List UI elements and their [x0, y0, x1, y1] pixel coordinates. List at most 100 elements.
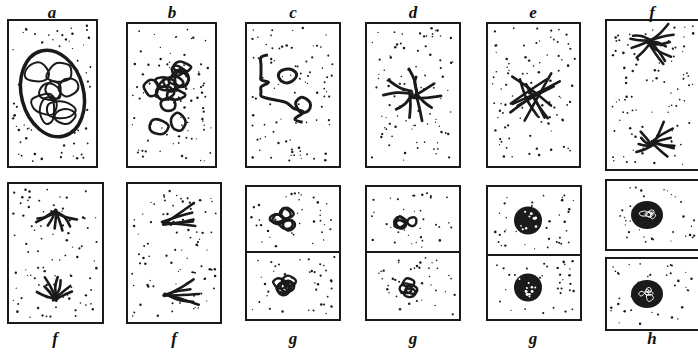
granule: [381, 116, 382, 117]
granule: [85, 127, 87, 129]
granule: [494, 45, 496, 47]
granule: [438, 226, 440, 228]
granule: [321, 106, 323, 108]
granule: [298, 147, 301, 150]
granule: [390, 227, 391, 228]
granule: [143, 245, 145, 247]
granule: [206, 249, 207, 250]
granule: [85, 294, 87, 296]
granule: [12, 49, 13, 50]
granule: [329, 228, 331, 230]
granule: [619, 322, 620, 323]
chromatin-loop: [645, 291, 653, 295]
granule: [526, 73, 528, 75]
granule: [639, 263, 641, 265]
granule: [671, 316, 674, 319]
granule: [73, 155, 74, 156]
granule: [556, 241, 558, 243]
granule: [255, 97, 257, 99]
granule: [403, 83, 405, 85]
granule: [191, 38, 192, 39]
granule: [530, 82, 532, 84]
chromosome: [165, 294, 199, 305]
granule: [687, 75, 689, 77]
granule: [649, 274, 651, 276]
granule: [281, 310, 283, 312]
granule: [571, 308, 573, 310]
granule: [379, 59, 381, 61]
granule: [23, 124, 24, 125]
granule: [693, 219, 695, 221]
granule: [399, 308, 401, 310]
granule: [675, 196, 676, 197]
granule: [567, 43, 569, 45]
granule: [498, 241, 500, 243]
chromosome: [525, 73, 552, 120]
granule: [565, 34, 567, 36]
granule: [139, 262, 141, 264]
granule: [270, 61, 272, 63]
granule: [316, 45, 318, 47]
granule: [574, 58, 576, 60]
granule: [253, 57, 255, 59]
granule: [657, 313, 659, 315]
granule: [543, 195, 545, 197]
granule: [531, 206, 533, 208]
granule: [329, 124, 330, 125]
granule: [305, 60, 307, 62]
nucleus-texture: [522, 228, 524, 230]
granule: [416, 142, 418, 144]
granule: [53, 204, 55, 206]
granule: [496, 264, 498, 266]
granule: [563, 146, 565, 148]
nucleus-texture: [520, 225, 522, 227]
granule: [387, 85, 389, 87]
granule: [629, 33, 631, 35]
granule: [202, 120, 204, 122]
granule: [646, 79, 648, 81]
granule: [440, 35, 442, 37]
granule: [631, 133, 633, 135]
granule: [203, 278, 205, 280]
granule: [382, 269, 384, 271]
granule: [258, 301, 260, 303]
granule: [421, 194, 423, 196]
granule: [274, 265, 276, 267]
granule: [629, 205, 631, 207]
granule: [431, 262, 432, 263]
granule: [333, 256, 335, 258]
granule: [187, 229, 189, 231]
granule: [617, 35, 619, 37]
granule: [191, 271, 193, 273]
granule: [63, 144, 65, 146]
granule: [20, 202, 22, 204]
granule: [416, 242, 417, 243]
granule: [147, 140, 149, 142]
granule: [674, 285, 676, 287]
granule: [558, 29, 560, 31]
granule: [417, 147, 419, 149]
granule: [46, 315, 48, 317]
granule: [264, 283, 267, 286]
granule: [526, 267, 528, 269]
granule: [291, 232, 293, 234]
granule: [86, 29, 88, 31]
granule: [136, 86, 138, 88]
granule: [320, 275, 322, 277]
granule: [137, 152, 139, 154]
granule: [654, 69, 656, 71]
granule: [21, 155, 23, 157]
granule: [397, 115, 399, 117]
granule: [521, 107, 523, 109]
granule: [413, 125, 414, 126]
stage-letter: b: [168, 4, 177, 21]
granule: [435, 153, 436, 154]
granule: [692, 84, 693, 85]
granule: [632, 109, 634, 111]
stage-letter: g: [289, 330, 298, 347]
chromosome: [389, 80, 412, 91]
cell-outline: [487, 23, 580, 167]
granule: [16, 126, 17, 127]
granule: [168, 190, 170, 192]
granule: [298, 103, 300, 105]
